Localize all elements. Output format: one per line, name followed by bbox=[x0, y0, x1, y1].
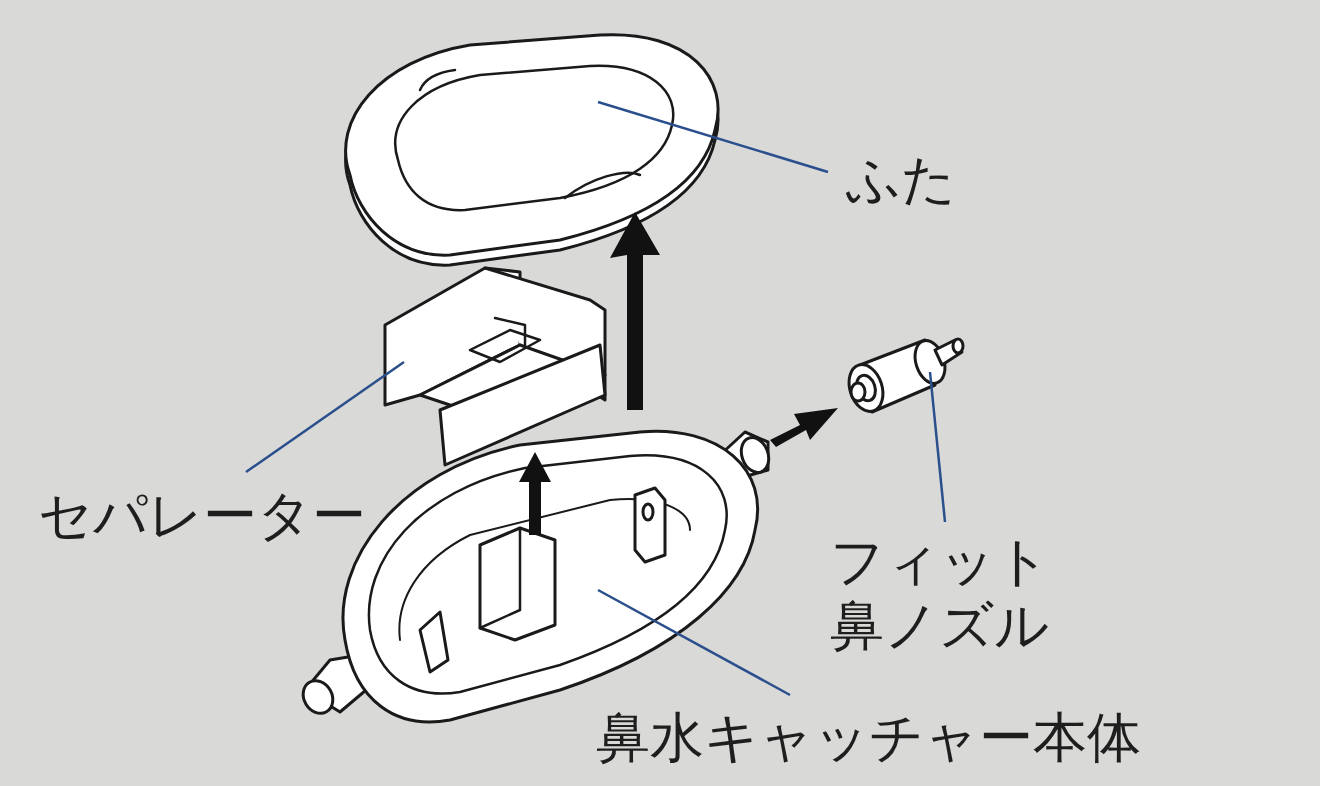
body-drawing bbox=[297, 431, 773, 722]
lid-drawing bbox=[346, 35, 718, 265]
part-label: セパレーター bbox=[38, 484, 366, 548]
part-label: フィット 鼻ノズル bbox=[830, 530, 1068, 657]
motion-arrows bbox=[519, 212, 838, 535]
separator-drawing bbox=[385, 268, 605, 465]
part-label: 鼻水キャッチャー本体 bbox=[596, 706, 1141, 770]
nozzle-drawing bbox=[843, 337, 963, 416]
part-label: ふた bbox=[846, 148, 956, 212]
